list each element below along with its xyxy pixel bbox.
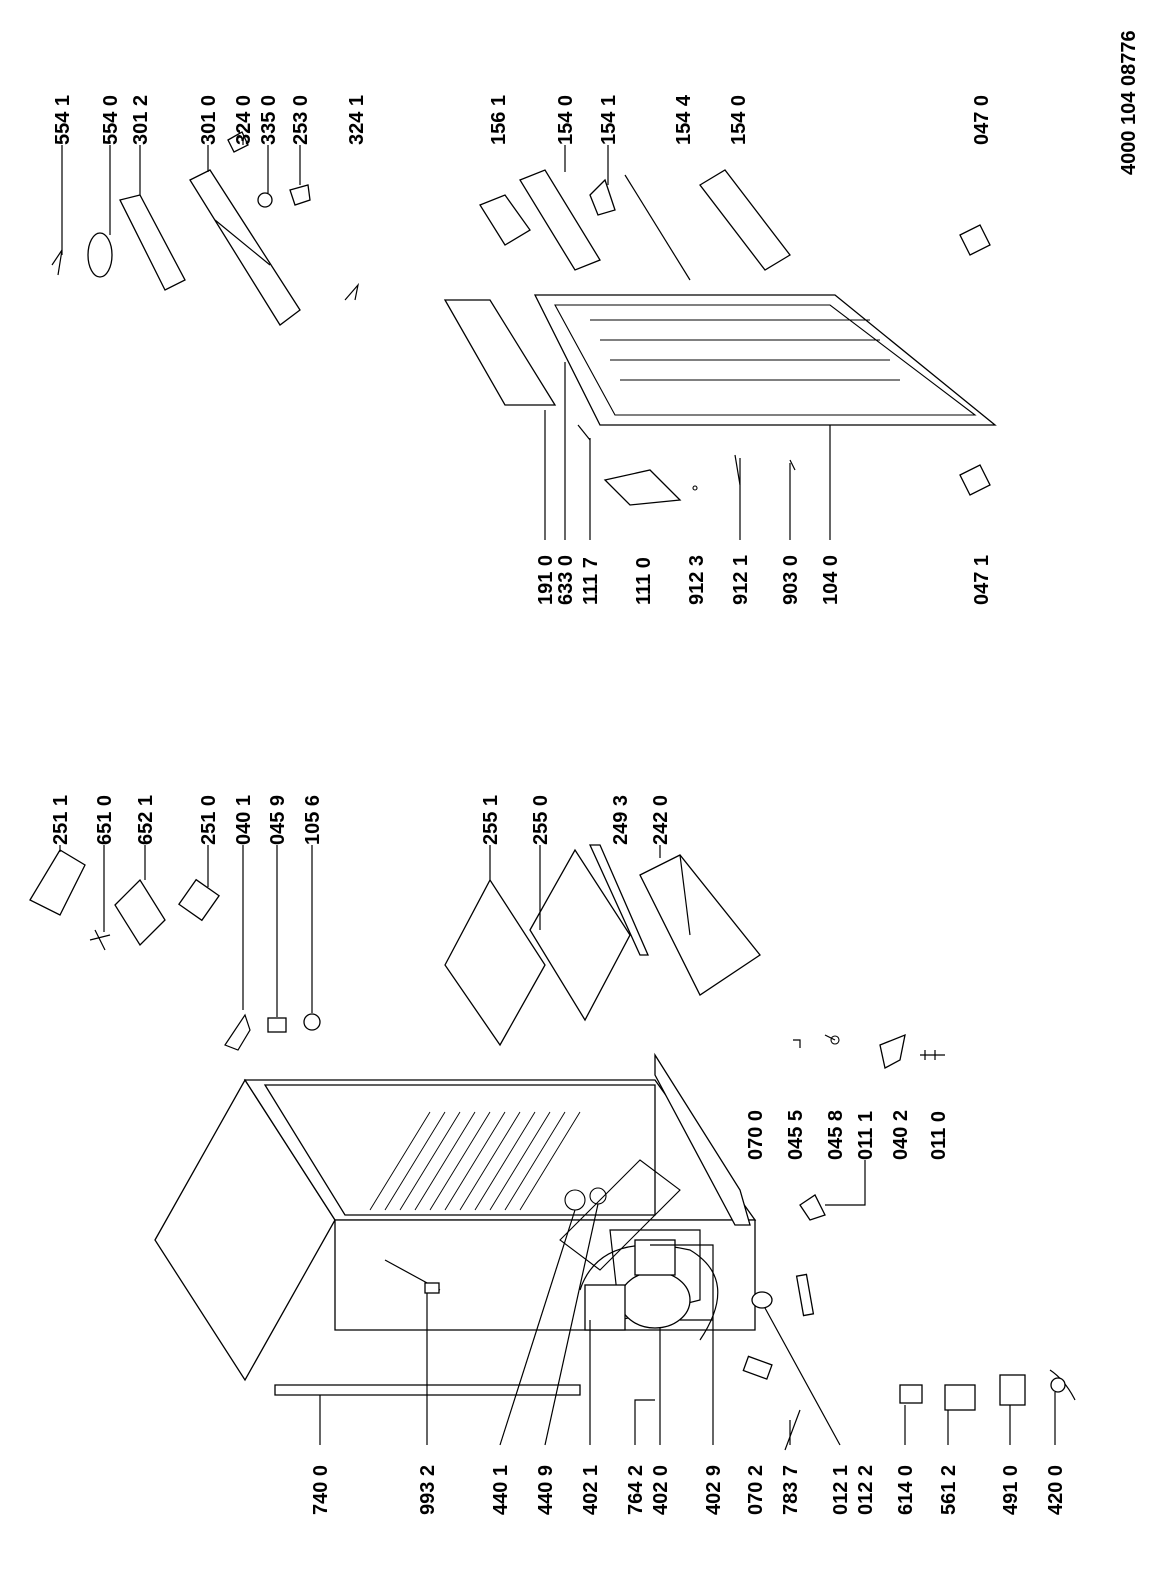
callout-0471: 047 1 — [971, 555, 993, 605]
callout-1540-b: 154 0 — [728, 95, 750, 145]
callout-2420: 242 0 — [650, 795, 672, 845]
callout-2511: 251 1 — [50, 795, 72, 845]
callout-0402: 040 2 — [890, 1110, 912, 1160]
callout-9030: 903 0 — [780, 555, 802, 605]
small-parts-left-drawing — [29, 849, 321, 1051]
callout-9932: 993 2 — [417, 1465, 439, 1515]
callout-0455: 045 5 — [785, 1110, 807, 1160]
shelves-drawing — [444, 844, 761, 1047]
callout-1056: 105 6 — [302, 795, 324, 845]
callout-6330: 633 0 — [555, 555, 577, 605]
callout-labels: 554 1 554 0 301 2 301 0 324 0 335 0 253 … — [50, 30, 1140, 1515]
control-panel-drawing — [51, 131, 360, 326]
callout-1040: 104 0 — [820, 555, 842, 605]
callout-7642: 764 2 — [625, 1465, 647, 1515]
callout-0458: 045 8 — [825, 1110, 847, 1160]
callout-0122: 012 2 — [855, 1465, 877, 1515]
callout-9121: 912 1 — [730, 555, 752, 605]
callout-0702: 070 2 — [745, 1465, 767, 1515]
callout-1117: 111 7 — [580, 557, 602, 605]
callout-4200: 420 0 — [1045, 1465, 1067, 1515]
callout-1540-a: 154 0 — [555, 95, 577, 145]
door-drawing — [443, 169, 997, 506]
callout-2493: 249 3 — [610, 795, 632, 845]
callout-5541: 554 1 — [52, 95, 74, 145]
callout-0401: 040 1 — [233, 795, 255, 845]
callout-4409: 440 9 — [535, 1465, 557, 1515]
leader-lines — [59, 138, 1056, 1446]
callout-3350: 335 0 — [258, 95, 280, 145]
callout-0110: 011 0 — [928, 1111, 950, 1160]
callout-3240: 324 0 — [233, 95, 255, 145]
callout-9123: 912 3 — [686, 555, 708, 605]
callout-6521: 652 1 — [135, 795, 157, 845]
callout-1110: 111 0 — [633, 557, 655, 605]
callout-7400: 740 0 — [310, 1465, 332, 1515]
callout-4021: 402 1 — [580, 1465, 602, 1515]
callout-4029: 402 9 — [703, 1465, 725, 1515]
hinge-parts-drawing — [793, 1033, 945, 1221]
callout-4401: 440 1 — [490, 1465, 512, 1515]
electrical-parts-drawing — [742, 1273, 1076, 1451]
callout-4910: 491 0 — [1000, 1465, 1022, 1515]
cabinet-body-drawing — [154, 1052, 757, 1396]
callout-1541: 154 1 — [598, 95, 620, 145]
callout-1910: 191 0 — [535, 555, 557, 605]
callout-3012: 301 2 — [130, 95, 152, 145]
callout-3010: 301 0 — [198, 95, 220, 145]
callout-0459: 045 9 — [267, 795, 289, 845]
callout-1544: 154 4 — [673, 94, 695, 145]
callout-2510: 251 0 — [198, 795, 220, 845]
callout-0121: 012 1 — [830, 1465, 852, 1515]
callout-2550: 255 0 — [530, 795, 552, 845]
callout-6140: 614 0 — [895, 1465, 917, 1515]
callout-5540: 554 0 — [100, 95, 122, 145]
callout-6510: 651 0 — [94, 795, 116, 845]
callout-7837: 783 7 — [780, 1465, 802, 1515]
callout-2530: 253 0 — [290, 95, 312, 145]
callout-1561: 156 1 — [488, 95, 510, 145]
callout-0470: 047 0 — [971, 95, 993, 145]
callout-0700: 070 0 — [745, 1110, 767, 1160]
callout-0111: 011 1 — [855, 1111, 877, 1160]
document-number: 4000 104 08776 — [1118, 30, 1140, 175]
callout-4020: 402 0 — [650, 1465, 672, 1515]
callout-5612: 561 2 — [938, 1465, 960, 1515]
callout-2551: 255 1 — [480, 795, 502, 845]
callout-3241: 324 1 — [346, 95, 368, 145]
